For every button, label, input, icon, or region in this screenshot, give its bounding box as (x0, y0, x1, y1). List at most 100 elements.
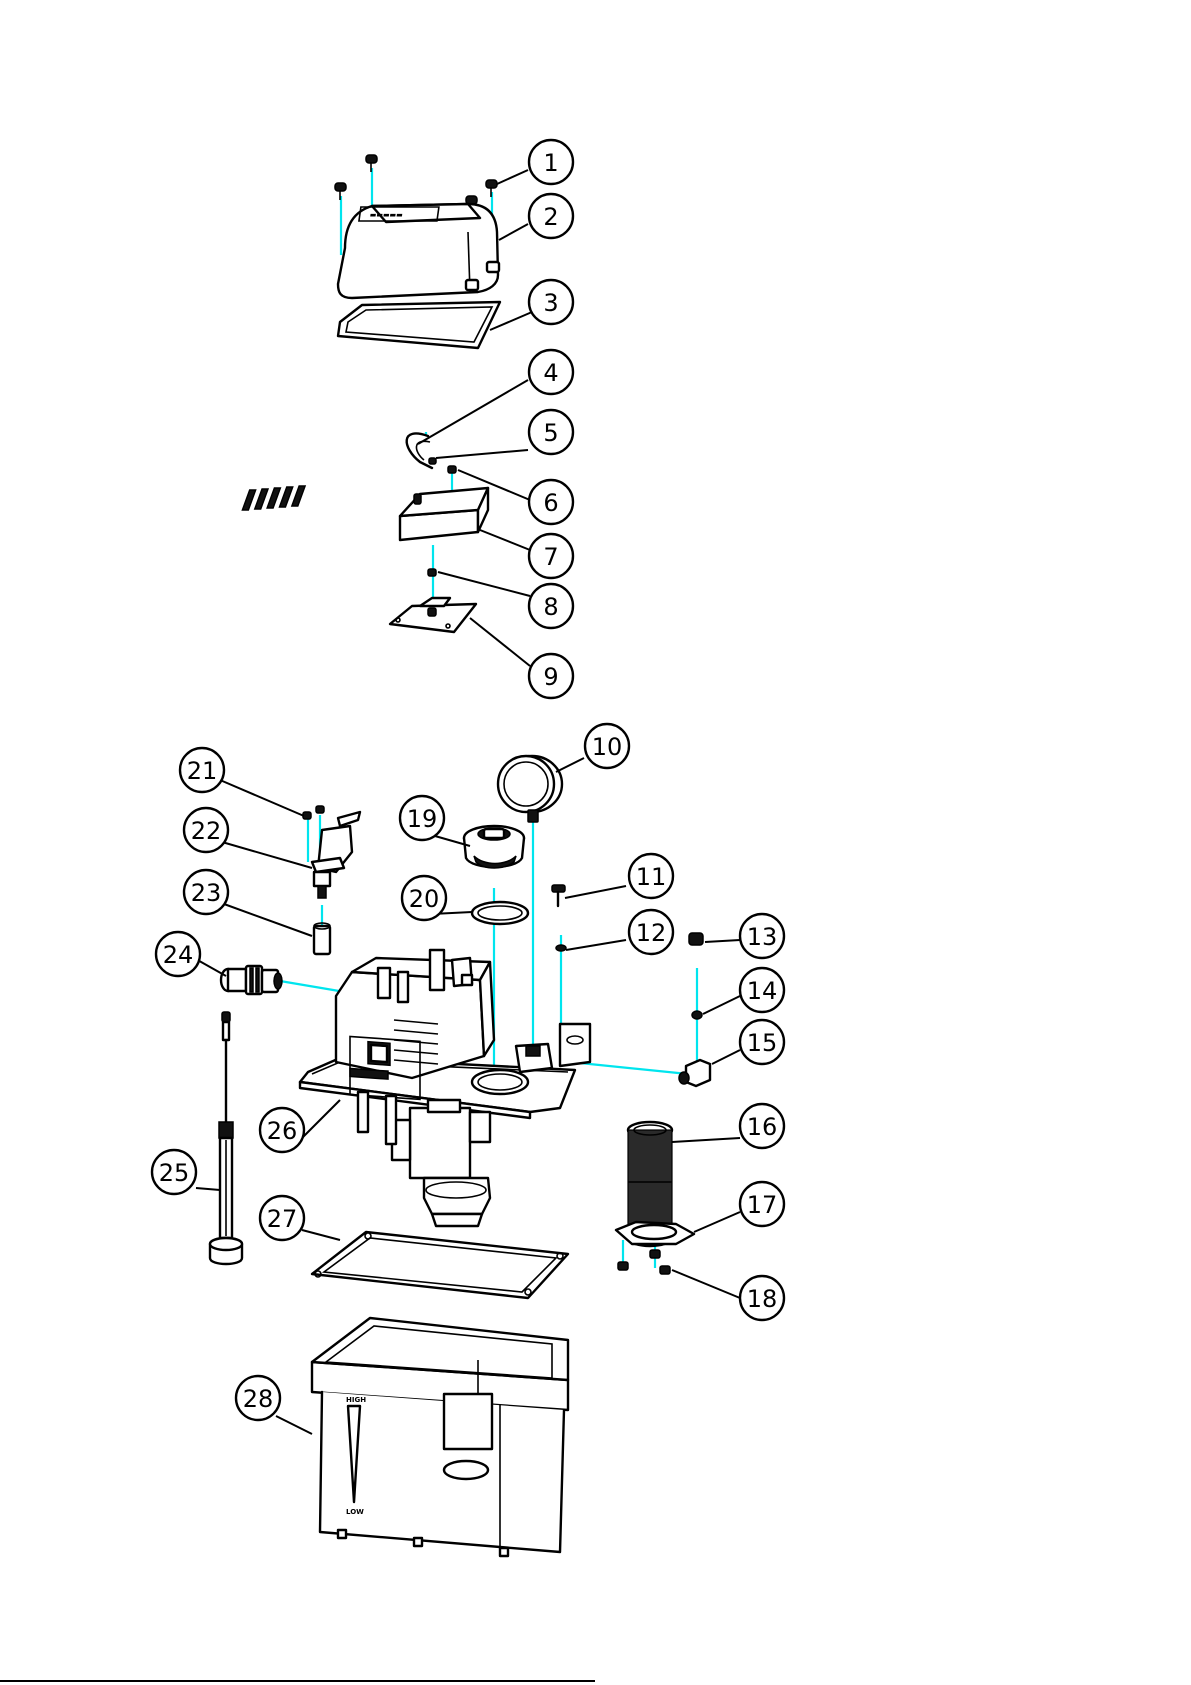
svg-text:▬▬▬▬▬: ▬▬▬▬▬ (369, 210, 403, 219)
terminal-ribs (242, 486, 305, 510)
balloon-number: 10 (592, 733, 623, 761)
balloon-10: 10 (585, 724, 629, 768)
balloon-number: 22 (191, 817, 222, 845)
screw (429, 458, 436, 464)
balloon-4: 4 (529, 350, 573, 394)
balloon-number: 17 (747, 1191, 778, 1219)
balloon-18: 18 (740, 1276, 784, 1320)
screw (552, 885, 566, 951)
balloon-27: 27 (260, 1196, 304, 1240)
leader-line (222, 842, 312, 868)
balloon-number: 11 (636, 863, 667, 891)
o-ring (472, 902, 528, 924)
balloon-number: 18 (747, 1285, 778, 1313)
balloon-number: 24 (163, 941, 194, 969)
balloon-number: 7 (543, 543, 558, 571)
level-low-label: LOW (346, 1508, 364, 1516)
pressure-gauge (498, 756, 562, 822)
terminal-block (242, 486, 488, 540)
leader-line (566, 940, 626, 950)
balloon-number: 2 (543, 203, 558, 231)
balloon-8: 8 (529, 584, 573, 628)
balloon-7: 7 (529, 534, 573, 578)
balloon-3: 3 (529, 280, 573, 324)
leader-line (694, 1212, 740, 1232)
balloon-number: 1 (543, 149, 558, 177)
page-bottom-rule (0, 1680, 595, 1682)
balloon-23: 23 (184, 870, 228, 914)
oil-tank: HIGH LOW (312, 1318, 568, 1556)
balloon-22: 22 (184, 808, 228, 852)
leader-line (220, 780, 304, 816)
balloon-number: 6 (543, 489, 558, 517)
leader-line (436, 450, 528, 458)
balloon-number: 14 (747, 977, 778, 1005)
leader-line (703, 996, 740, 1014)
leader-line (302, 1230, 340, 1240)
balloon-26: 26 (260, 1108, 304, 1152)
balloon-14: 14 (740, 968, 784, 1012)
balloon-1: 1 (529, 140, 573, 184)
leader-line (470, 618, 530, 666)
screw (486, 180, 497, 197)
leader-line (712, 1050, 740, 1064)
screw (316, 806, 324, 813)
spacer (314, 923, 330, 954)
screw (335, 183, 346, 200)
leader-line (672, 1138, 740, 1142)
leader-line (438, 572, 530, 596)
leader-line (556, 758, 584, 772)
washer (556, 945, 566, 951)
balloon-21: 21 (180, 748, 224, 792)
screw (428, 569, 436, 576)
screw (660, 1266, 670, 1274)
balloon-25: 25 (152, 1150, 196, 1194)
cable-gland (221, 966, 282, 994)
balloon-19: 19 (400, 796, 444, 840)
leader-line (480, 530, 530, 550)
leader-line (565, 886, 626, 898)
pump-body (300, 950, 590, 1226)
screw (650, 1250, 660, 1258)
level-high-label: HIGH (346, 1396, 366, 1404)
balloon-9: 9 (529, 654, 573, 698)
balloon-2: 2 (529, 194, 573, 238)
balloon-number: 19 (407, 805, 438, 833)
filler-cap (464, 826, 524, 868)
screw (448, 466, 456, 473)
leader-line (302, 1100, 340, 1138)
leader-line (276, 1416, 312, 1434)
balloon-5: 5 (529, 410, 573, 454)
leader-line (418, 380, 528, 444)
plug (679, 933, 710, 1086)
balloon-number: 8 (543, 593, 558, 621)
balloon-number: 4 (543, 359, 558, 387)
cover-gasket (338, 302, 500, 348)
balloon-13: 13 (740, 914, 784, 958)
float-switch (210, 1012, 242, 1264)
screw (366, 155, 377, 172)
balloon-16: 16 (740, 1104, 784, 1148)
balloon-28: 28 (236, 1376, 280, 1420)
balloon-number: 16 (747, 1113, 778, 1141)
leader-line (672, 1270, 740, 1298)
axis-line (280, 981, 345, 992)
level-switch (303, 806, 360, 898)
tank-gasket (312, 1232, 568, 1298)
balloon-number: 9 (543, 663, 558, 691)
balloon-15: 15 (740, 1020, 784, 1064)
terminal-screws (429, 458, 456, 473)
balloon-20: 20 (402, 876, 446, 920)
balloon-11: 11 (629, 854, 673, 898)
leader-line (705, 940, 740, 942)
balloon-number: 21 (187, 757, 218, 785)
balloon-number: 5 (543, 419, 558, 447)
balloon-17: 17 (740, 1182, 784, 1226)
screw (618, 1262, 628, 1270)
leader-line (224, 904, 312, 936)
washer (692, 1011, 702, 1019)
balloon-number: 15 (747, 1029, 778, 1057)
leader-line (196, 1188, 220, 1190)
balloon-number: 26 (267, 1117, 298, 1145)
